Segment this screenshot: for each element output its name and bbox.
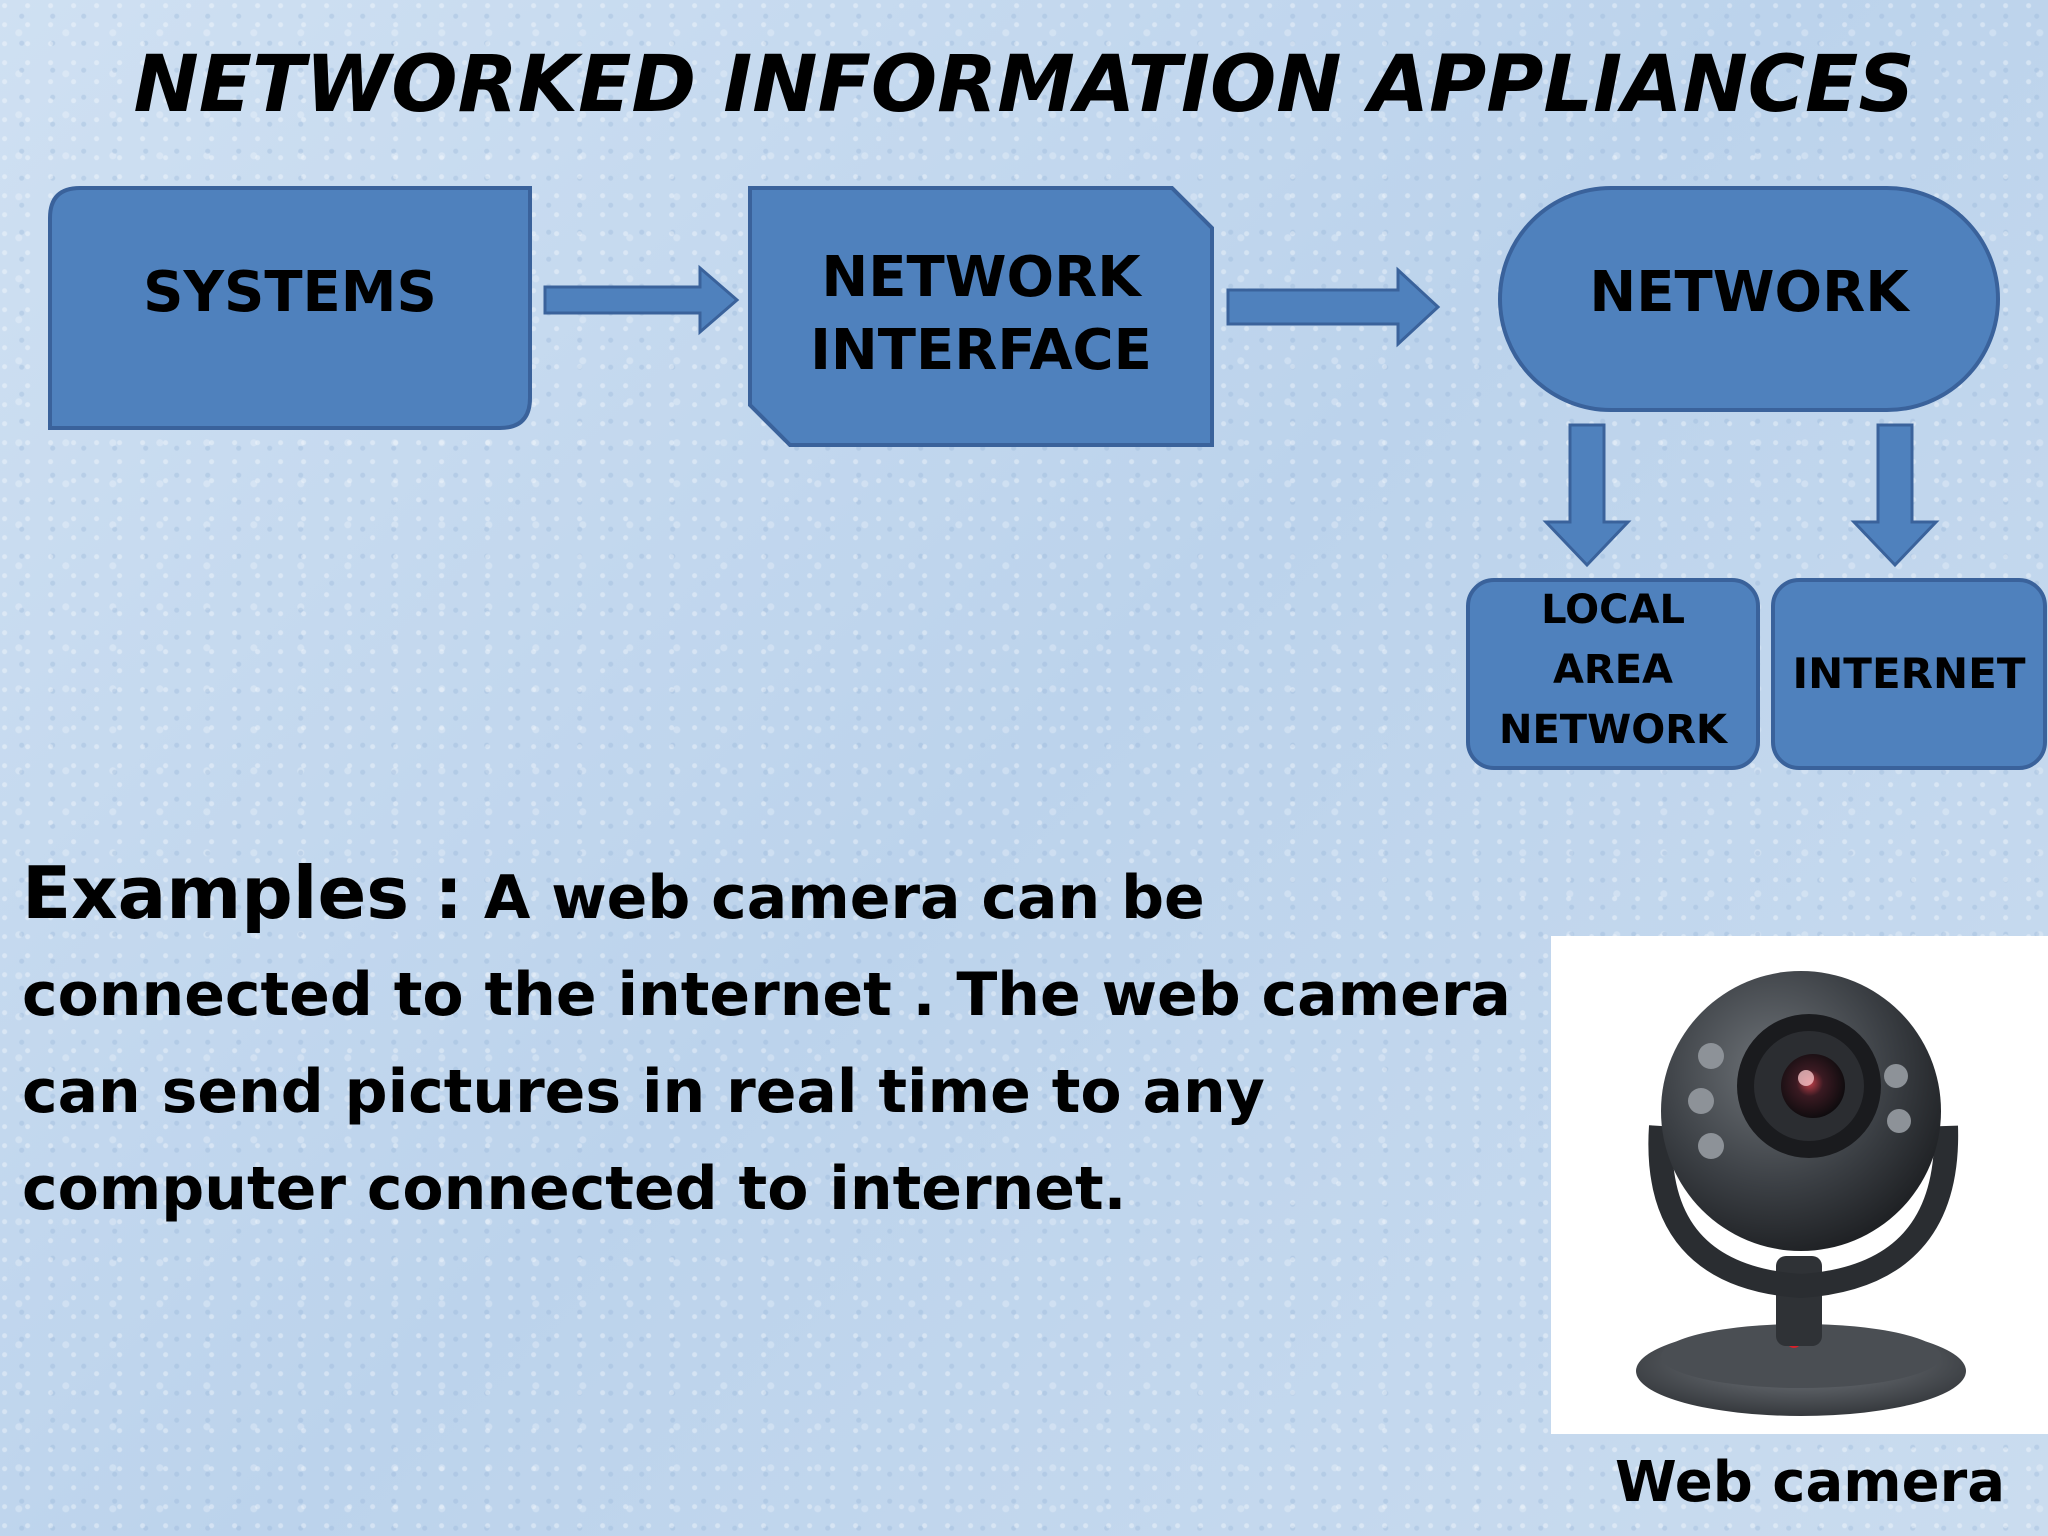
systems-label: SYSTEMS: [143, 259, 437, 325]
flow-diagram: [48, 186, 2047, 770]
network-interface-label: NETWORK INTERFACE: [810, 245, 1152, 383]
lan-box: [1466, 578, 1760, 770]
internet-box: [1771, 578, 2047, 770]
examples-paragraph: Examples : A web camera can be connected…: [22, 845, 1522, 1238]
arrow-network-to-internet: [1850, 423, 1940, 568]
network-label: NETWORK: [1589, 259, 1909, 325]
arrow-interface-to-network: [1226, 266, 1441, 348]
arrow-systems-to-interface: [543, 264, 740, 336]
lan-label: LOCAL AREA NETWORK: [1498, 587, 1727, 753]
web-camera-icon: [1636, 971, 1966, 1416]
photo-caption: Web camera: [1614, 1450, 2006, 1515]
network-box: [1498, 186, 2000, 412]
web-camera-photo: [1551, 936, 2048, 1434]
examples-lead: Examples :: [22, 851, 463, 935]
arrow-network-to-lan: [1542, 423, 1632, 568]
network-interface-box: [748, 186, 1214, 447]
slide-title: NETWORKED INFORMATION APPLIANCES: [133, 40, 1915, 130]
examples-text: A web camera can be connected to the int…: [22, 863, 1511, 1224]
systems-box: [48, 186, 532, 430]
internet-label: INTERNET: [1792, 648, 2026, 698]
